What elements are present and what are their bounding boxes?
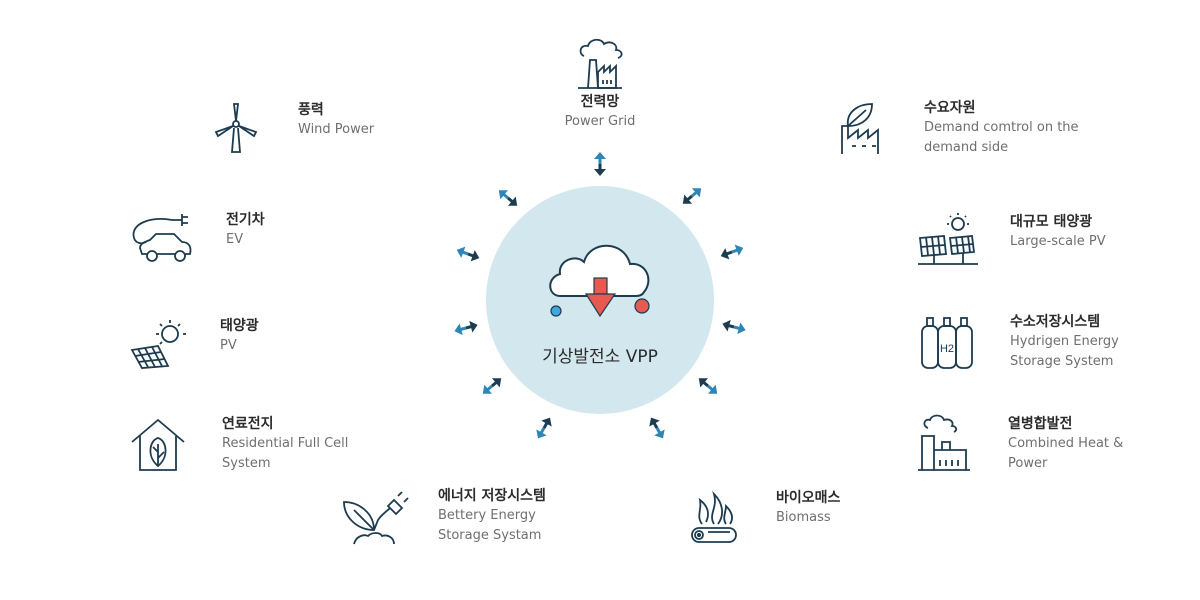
factory-chimney-icon [540, 36, 660, 92]
wind-subtitle: Wind Power [298, 122, 375, 137]
solar-farm-icon [918, 212, 1010, 268]
arrow-upper-right [682, 188, 702, 204]
demand-subtitle: Demand comtrol on the demand side [924, 120, 1079, 155]
battery-subtitle: Bettery Energy Storage Systam [438, 508, 542, 543]
arrow-left-2 [454, 320, 478, 336]
node-wind: 풍력 Wind Power [208, 100, 374, 156]
arrow-right-2 [722, 319, 746, 335]
leaf-house-icon [128, 414, 222, 474]
arrow-lower-right [649, 417, 665, 439]
arrow-right-1 [720, 244, 744, 260]
exchange-arrows [454, 152, 746, 439]
node-biomass: 바이오매스 Biomass [688, 488, 840, 548]
biomass-subtitle: Biomass [776, 510, 831, 525]
power-grid-title: 전력망 [580, 94, 620, 110]
pv-subtitle: PV [220, 338, 237, 353]
node-battery: 에너지 저장시스템 Bettery Energy Storage Systam [338, 486, 568, 546]
chp-plant-icon [918, 414, 1008, 474]
arrow-top [594, 152, 606, 176]
power-grid-subtitle: Power Grid [564, 114, 636, 129]
chp-subtitle: Combined Heat & Power [1008, 436, 1124, 471]
node-power-grid: 전력망 Power Grid [540, 36, 660, 132]
hydrogen-subtitle: Hydrigen Energy Storage System [1010, 334, 1119, 369]
chp-title: 열병합발전 [1008, 416, 1073, 432]
node-large-pv: 대규모 태양광 Large-scale PV [918, 212, 1106, 268]
arrow-left-3 [482, 378, 502, 394]
arrow-right-3 [698, 378, 718, 394]
cloud-download-icon [549, 244, 650, 318]
biomass-title: 바이오매스 [776, 490, 841, 506]
ev-title: 전기차 [226, 212, 265, 228]
pv-title: 태양광 [220, 318, 259, 334]
center-label: 기상발전소 VPP [542, 347, 658, 367]
electric-car-icon [128, 210, 226, 266]
large-pv-title: 대규모 태양광 [1010, 214, 1093, 230]
burning-log-icon [688, 488, 776, 548]
arrow-lower-left [536, 417, 552, 439]
large-pv-subtitle: Large-scale PV [1010, 234, 1106, 249]
arrow-upper-left [498, 190, 518, 206]
fuel-cell-title: 연료전지 [222, 416, 274, 432]
node-demand: 수요자원 Demand comtrol on the demand side [836, 98, 1104, 158]
node-fuel-cell: 연료전지 Residential Full Cell System [128, 414, 362, 474]
leaf-factory-icon [836, 98, 924, 158]
wind-turbine-icon [208, 100, 298, 156]
plant-plug-icon [338, 486, 438, 546]
arrow-left-1 [456, 246, 480, 262]
node-ev: 전기차 EV [128, 210, 265, 266]
battery-title: 에너지 저장시스템 [438, 488, 546, 504]
node-chp: 열병합발전 Combined Heat & Power [918, 414, 1138, 474]
node-hydrogen: H2 수소저장시스템 Hydrigen Energy Storage Syste… [918, 312, 1140, 372]
fuel-cell-subtitle: Residential Full Cell System [222, 436, 349, 471]
ev-subtitle: EV [226, 232, 244, 247]
node-pv: 태양광 PV [128, 316, 259, 372]
tank-label: H2 [940, 343, 954, 355]
hydrogen-title: 수소저장시스템 [1010, 314, 1101, 330]
hydrogen-tanks-icon: H2 [918, 312, 1010, 372]
wind-title: 풍력 [298, 102, 324, 118]
solar-panel-icon [128, 316, 220, 372]
demand-title: 수요자원 [924, 100, 976, 116]
